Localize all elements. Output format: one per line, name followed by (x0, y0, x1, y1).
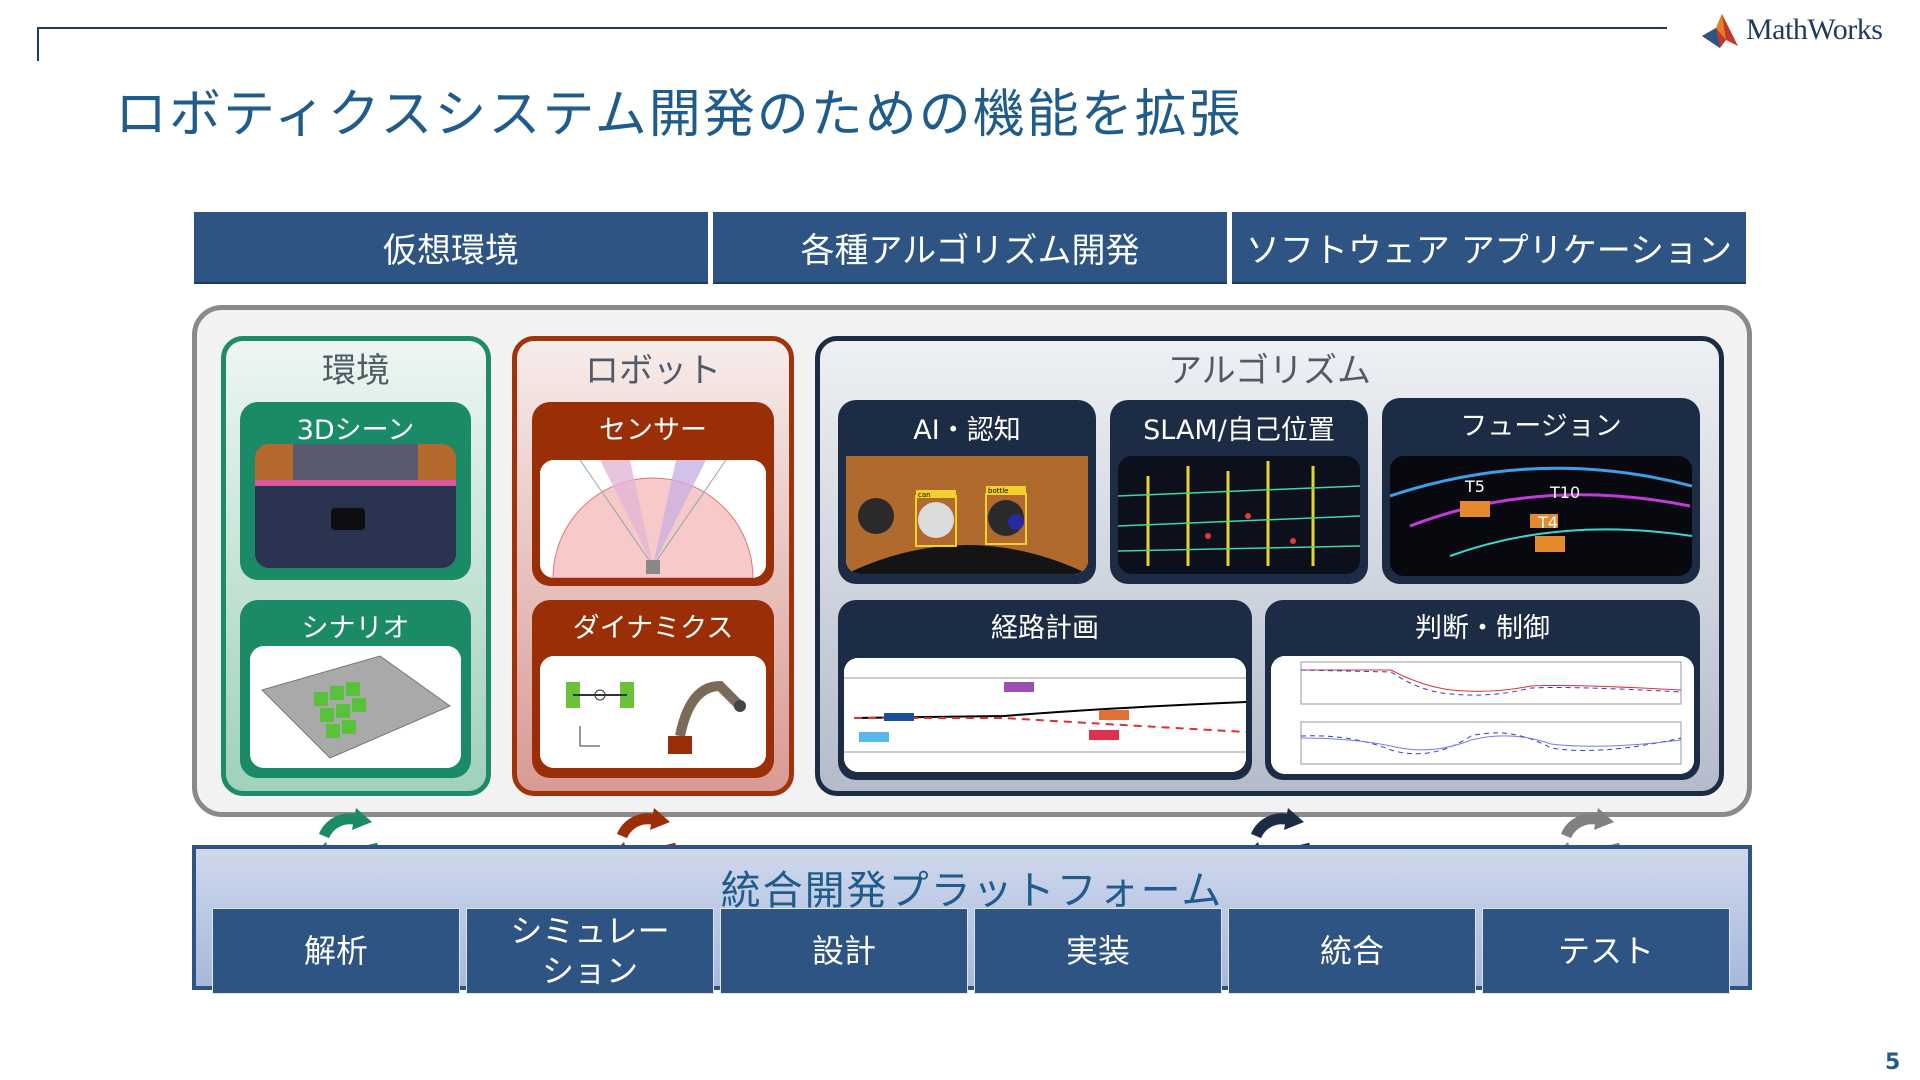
fusion-label: フュージョン (1460, 411, 1622, 442)
t4-label: T4 (1537, 513, 1558, 532)
page-title: ロボティクスシステム開発のための機能を拡張 (115, 85, 1243, 145)
path-planning-image (844, 658, 1246, 772)
ai-perception-image: can bottle (846, 456, 1088, 574)
mathworks-logo: MathWorks (1700, 10, 1883, 50)
environment-title: 環境 (322, 351, 390, 391)
slam-label: SLAM/自己位置 (1143, 415, 1335, 446)
step-simulation-line1: シミュレー (510, 912, 670, 950)
tab-algorithm-development[interactable]: 各種アルゴリズム開発 (713, 212, 1227, 284)
algorithm-title: アルゴリズム (1168, 351, 1371, 391)
step-analysis[interactable]: 解析 (212, 908, 460, 994)
path-planning-label: 経路計画 (991, 613, 1099, 644)
path-planning-card[interactable]: 経路計画 (838, 600, 1252, 780)
platform-title: 統合開発プラットフォーム (720, 868, 1224, 914)
tab-software-application[interactable]: ソフトウェア アプリケーション (1232, 212, 1746, 284)
logo-text: MathWorks (1746, 13, 1883, 46)
step-design[interactable]: 設計 (720, 908, 968, 994)
dynamics-label: ダイナミクス (572, 613, 734, 644)
fusion-card[interactable]: フュージョン T5 T10 T4 (1382, 398, 1700, 584)
sensor-image (540, 460, 766, 578)
header-rule (37, 27, 1667, 29)
header-rule-tick (37, 27, 39, 61)
3d-scene-image (255, 444, 456, 568)
step-integration[interactable]: 統合 (1228, 908, 1476, 994)
ai-perception-card[interactable]: AI・認知 can bottle (838, 400, 1096, 584)
t10-label: T10 (1549, 483, 1580, 502)
tab-virtual-environment[interactable]: 仮想環境 (194, 212, 708, 284)
step-test[interactable]: テスト (1482, 908, 1730, 994)
decision-control-label: 判断・制御 (1415, 613, 1550, 644)
3d-scene-label: 3Dシーン (296, 415, 415, 446)
scenario-label: シナリオ (301, 613, 410, 644)
membrane-logo-icon (1702, 14, 1738, 48)
scenario-image (250, 646, 461, 768)
slam-card[interactable]: SLAM/自己位置 (1110, 400, 1368, 584)
decision-control-image (1271, 656, 1694, 774)
step-implementation[interactable]: 実装 (974, 908, 1222, 994)
step-simulation[interactable]: シミュレー ション (466, 908, 714, 994)
sensor-card[interactable]: センサー (532, 402, 774, 586)
robot-title: ロボット (585, 351, 721, 391)
page-number: 5 (1885, 1050, 1901, 1075)
can-label: can (918, 491, 931, 499)
ai-perception-label: AI・認知 (913, 415, 1021, 446)
decision-control-card[interactable]: 判断・制御 (1265, 600, 1700, 780)
scenario-card[interactable]: シナリオ (240, 600, 471, 778)
bottle-label: bottle (988, 487, 1008, 495)
step-simulation-line2: ション (541, 952, 638, 990)
slam-image (1118, 456, 1360, 574)
dynamics-card[interactable]: ダイナミクス (532, 600, 774, 778)
sensor-label: センサー (599, 415, 707, 446)
dynamics-image (540, 656, 766, 768)
3d-scene-card[interactable]: 3Dシーン (240, 402, 471, 580)
fusion-image: T5 T10 T4 (1390, 456, 1692, 576)
t5-label: T5 (1464, 477, 1485, 496)
